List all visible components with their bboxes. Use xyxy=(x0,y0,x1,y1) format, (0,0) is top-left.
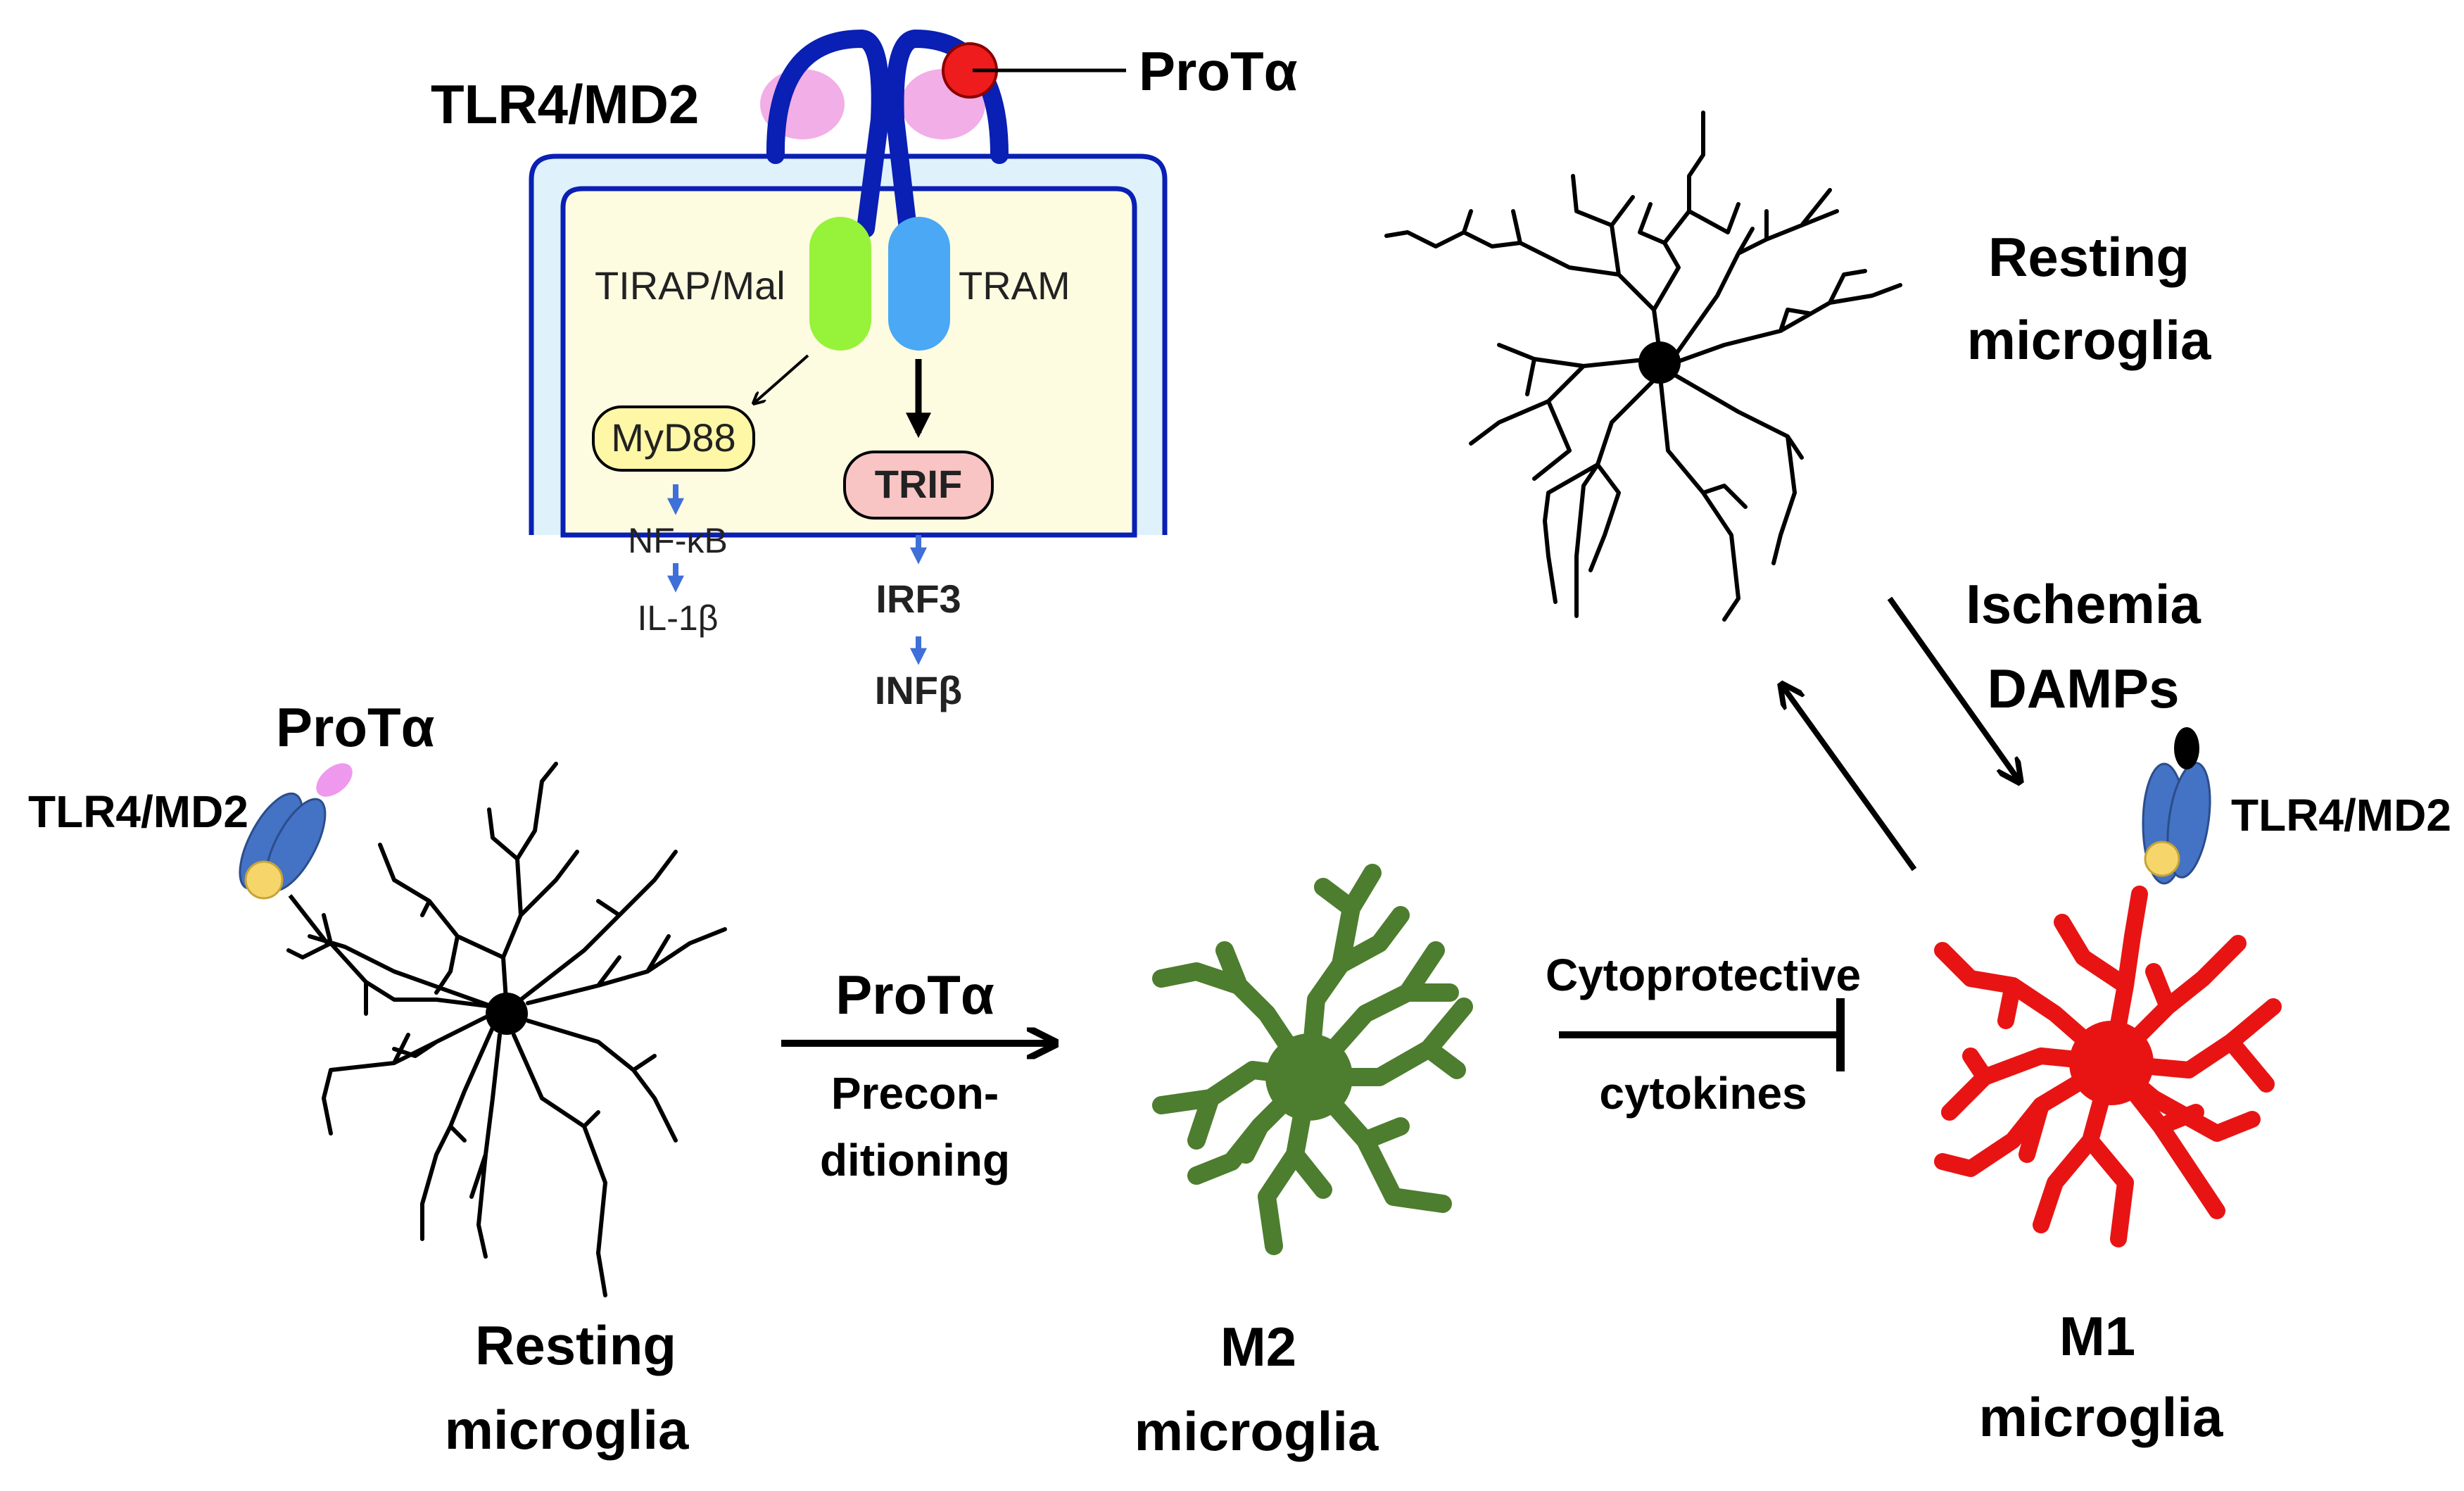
right-receptor-label: TLR4/MD2 xyxy=(2231,790,2451,841)
cytoprotective-label-line2: cytokines xyxy=(1599,1068,1807,1119)
m2-label-line1: M2 xyxy=(1220,1316,1296,1378)
tram-adaptor-icon xyxy=(888,217,950,351)
m1-soma xyxy=(2069,1021,2154,1105)
trif-label: TRIF xyxy=(875,462,962,506)
resting-top-label-line1: Resting xyxy=(1988,226,2190,288)
preconditioning-ligand-label: ProTα xyxy=(835,964,994,1026)
resting-microglia-top xyxy=(1384,111,1902,622)
protα-left-ligand-icon xyxy=(316,763,353,797)
damp-ligand-icon xyxy=(2174,727,2199,769)
tirap-to-myd88-arrow xyxy=(754,354,809,403)
tlr4-receptor-right-icon xyxy=(2142,727,2211,885)
infb-label: INFβ xyxy=(875,668,962,712)
il1b-label: IL-1β xyxy=(638,598,719,638)
m1-processes xyxy=(1934,886,2282,1247)
resting-top-label-line2: microglia xyxy=(1967,309,2211,371)
inset-ligand-label: ProTα xyxy=(1139,40,1298,102)
recovery-arrow xyxy=(1783,686,1917,872)
nfkb-label: NF-κB xyxy=(628,521,728,560)
tlr4-receptor-left-icon xyxy=(239,763,353,945)
m1-microglia xyxy=(1934,886,2282,1247)
m2-processes xyxy=(1152,864,1473,1255)
tlr4-right-arc-icon xyxy=(885,29,1009,238)
tirap-label: TIRAP/Mal xyxy=(595,263,785,308)
cytoprotective-label-line1: Cytoprotective xyxy=(1546,950,1861,1000)
trif-box xyxy=(843,451,994,520)
left-receptor-label: TLR4/MD2 xyxy=(28,786,248,837)
tram-label: TRAM xyxy=(959,263,1070,308)
ischemia-arrow xyxy=(1887,596,2018,780)
m1-label-line1: M1 xyxy=(2059,1305,2135,1367)
ischemia-label-line2: DAMPs xyxy=(1987,658,2179,719)
preconditioning-label-line1: Precon- xyxy=(831,1068,999,1119)
irf3-label: IRF3 xyxy=(876,577,961,621)
resting-top-soma xyxy=(1638,341,1681,384)
tirap-adaptor-icon xyxy=(809,217,871,351)
tlr4-left-arc-icon xyxy=(766,29,890,238)
myd88-box xyxy=(592,405,755,472)
left-ligand-label: ProTα xyxy=(276,696,435,758)
resting-microglia-bottom xyxy=(286,762,727,1297)
resting-bottom-soma xyxy=(486,993,528,1035)
tlr4-signaling-inset: ProTα TLR4/MD2 TIRAP/Mal TRAM MyD88 TRIF… xyxy=(431,29,1298,712)
resting-bottom-label-line1: Resting xyxy=(475,1314,676,1376)
inset-receptor-label: TLR4/MD2 xyxy=(431,73,699,135)
resting-bottom-label-line2: microglia xyxy=(445,1399,689,1461)
ischemia-label-line1: Ischemia xyxy=(1966,573,2201,635)
resting-bottom-processes xyxy=(286,762,727,1297)
myd88-label: MyD88 xyxy=(611,415,735,460)
resting-top-processes xyxy=(1384,111,1902,622)
m1-label-line2: microglia xyxy=(1979,1386,2223,1448)
m2-label-line2: microglia xyxy=(1135,1400,1379,1462)
preconditioning-label-line2: ditioning xyxy=(820,1135,1010,1185)
m2-microglia xyxy=(1152,864,1473,1255)
m2-soma xyxy=(1265,1033,1353,1121)
